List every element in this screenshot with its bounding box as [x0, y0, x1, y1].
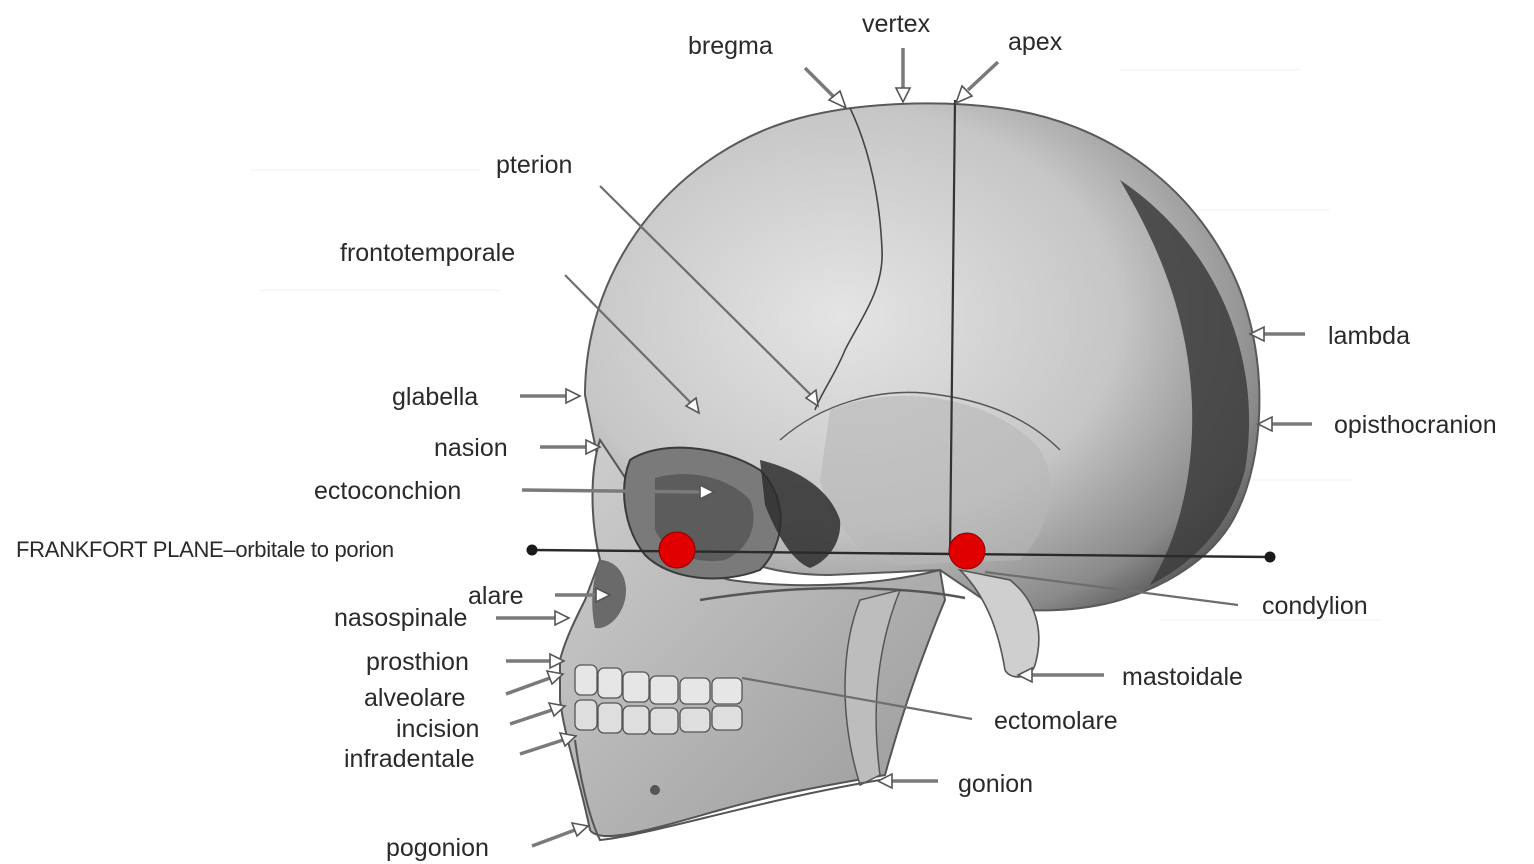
label-vertex: vertex	[862, 10, 931, 38]
label-bregma: bregma	[688, 32, 773, 60]
frankfort-end-left	[527, 545, 538, 556]
label-apex: apex	[1008, 28, 1063, 56]
label-infradentale: infradentale	[344, 745, 475, 773]
label-pogonion: pogonion	[386, 834, 489, 862]
label-ectoconchion: ectoconchion	[314, 477, 461, 505]
label-nasion: nasion	[434, 434, 508, 462]
orbitale-marker	[659, 532, 695, 568]
label-alveolare: alveolare	[364, 684, 465, 712]
label-gonion: gonion	[958, 770, 1033, 798]
label-ectomolare: ectomolare	[994, 707, 1118, 735]
label-pterion: pterion	[496, 151, 572, 179]
label-nasospinale: nasospinale	[334, 604, 467, 632]
frankfort-end-right	[1265, 552, 1276, 563]
label-glabella: glabella	[392, 383, 478, 411]
label-frontotemporale: frontotemporale	[340, 239, 515, 267]
label-lambda: lambda	[1328, 322, 1410, 350]
mental-foramen	[650, 785, 660, 795]
label-condylion: condylion	[1262, 592, 1368, 620]
porion-marker	[949, 533, 985, 569]
label-alare: alare	[468, 582, 524, 610]
label-incision: incision	[396, 715, 479, 743]
label-opisthocranion: opisthocranion	[1334, 411, 1497, 439]
label-prosthion: prosthion	[366, 648, 469, 676]
label-frankfort-plane: FRANKFORT PLANE–orbitale to porion	[16, 537, 394, 562]
label-mastoidale: mastoidale	[1122, 663, 1243, 691]
skull-drawing	[560, 103, 1259, 840]
